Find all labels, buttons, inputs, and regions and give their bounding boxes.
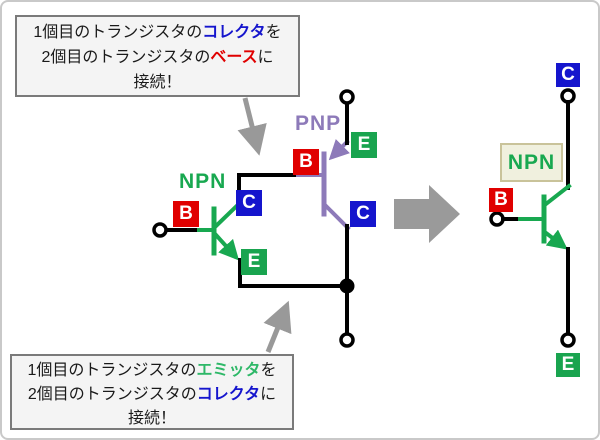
pnp-collector-terminal	[339, 332, 355, 348]
wire-junction-dot	[339, 278, 355, 294]
emitter-to-collector-wire	[238, 258, 347, 288]
top-callout: 1個目のトランジスタのコレクタを 2個目のトランジスタのベースに 接続！	[15, 15, 300, 97]
top-callout-line1: 1個目のトランジスタのコレクタを	[33, 24, 282, 41]
bottom-callout-line1: 1個目のトランジスタのエミッタを	[27, 362, 277, 379]
equivalent-npn-label-box: NPN	[500, 143, 563, 182]
equivalent-npn-symbol	[489, 88, 576, 348]
pnp-symbol	[296, 89, 355, 348]
equivalent-emitter-terminal	[560, 332, 576, 348]
pnp-emitter-terminal	[339, 89, 355, 105]
collector-to-base-wire	[237, 173, 300, 194]
bottom-callout-pointer-arrow	[263, 300, 292, 353]
collector-word: コレクタ	[202, 24, 266, 41]
npn1-base-terminal	[152, 222, 168, 238]
npn1-collector-badge: C	[236, 190, 262, 216]
npn1-base-badge: B	[173, 201, 199, 227]
collector-word: コレクタ	[196, 386, 261, 403]
npn1-symbol	[152, 196, 247, 261]
npn1-emitter-badge: E	[241, 249, 267, 275]
pnp-label: PNP	[295, 112, 342, 135]
top-callout-line2: 2個目のトランジスタのベースに	[41, 49, 274, 66]
pnp-base-badge: B	[293, 149, 319, 175]
pnp-emitter-badge: E	[351, 132, 377, 158]
equivalent-collector-badge: C	[556, 63, 580, 87]
top-callout-pointer-arrow	[237, 97, 267, 156]
bottom-callout: 1個目のトランジスタのエミッタを 2個目のトランジスタのコレクタに 接続！	[10, 354, 294, 430]
top-callout-line3: 接続！	[133, 74, 182, 91]
npn1-label: NPN	[179, 170, 227, 193]
base-word: ベース	[210, 49, 258, 66]
pnp-collector-badge: C	[350, 201, 376, 227]
equivalent-npn-label: NPN	[507, 150, 556, 174]
equivalent-base-badge: B	[489, 188, 513, 212]
emitter-word: エミッタ	[196, 362, 261, 379]
bottom-callout-line2: 2個目のトランジスタのコレクタに	[27, 386, 277, 403]
equivalent-emitter-badge: E	[556, 353, 580, 377]
equivalence-arrow	[394, 185, 460, 243]
bottom-callout-line3: 接続！	[127, 410, 176, 427]
